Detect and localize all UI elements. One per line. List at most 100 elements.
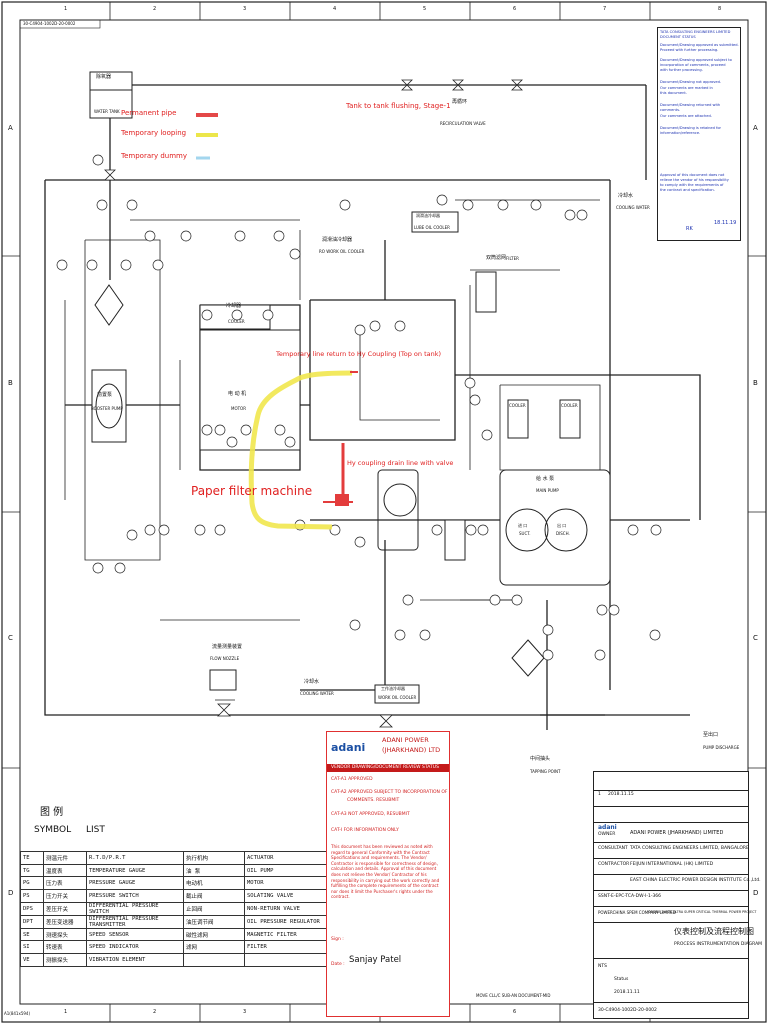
note-line-6: incorporation of comments, proceed [660,63,726,67]
pump-discharge-label: PUMP DISCHARGE [703,745,740,750]
legend-en-name: SPEED SENSOR [86,927,184,942]
legend-cn-name: 差压开关 [43,901,87,916]
legend-code: VE [20,953,44,967]
note-reviewer-initials: RK [686,226,693,232]
col-label-6: 6 [513,6,517,12]
note-line-16: Approval of this document does not [660,173,725,177]
temporary-dummy-label: Temporary dummy [121,152,188,160]
col-label-4: 4 [333,6,337,12]
adani-logo: adani [331,741,366,754]
tb-supplier: POWERCHINA SPEM COMPANY LIMITED [598,910,676,915]
stamp-status-bar: VENDOR DRAWING/DOCUMENT REVIEW STATUS [327,764,449,772]
pump-discharge-cn: 至出口 [703,732,719,738]
note-line-2: DOCUMENT STATUS [660,35,696,39]
title-block: 1 2018.11.15 adani OWNER ADANI POWER (JH… [593,771,762,1019]
cooling-water-cn: 冷却水 [618,193,634,199]
stamp-cat-a1: CAT-A1 APPROVED [331,777,373,782]
row-label-a-right: A [753,124,758,132]
note-line-7: with further processing. [660,68,703,72]
booster-pump-label: BOOSTER PUMP [91,406,123,411]
paper-filter-label: Paper filter machine [191,484,313,498]
legend-cn-name: 差压变送器 [43,914,87,929]
legend-symbol-cn: 油压调节阀 [183,914,245,929]
ro-oil-cooler-cn: 润滑油冷却器 [322,237,353,243]
col-label-1: 1 [64,6,68,12]
note-line-14: Document/Drawing is retained for [660,126,722,130]
stamp-company-1: ADANI POWER [382,736,429,744]
row-label-c: C [8,634,13,642]
legend-symbol-cn: 执行机构 [183,851,245,865]
stamp-date-label: Date : [331,962,345,967]
cooling-water-bottom: COOLING WATER [300,691,334,696]
legend-cn-name: 压力开关 [43,889,87,903]
tb-date: 2018.11.11 [614,990,640,995]
water-tank-cn: 除氧器 [96,74,112,80]
tb-designer: EAST CHINA ELECTRIC POWER DESIGN INSTITU… [630,878,761,883]
note-line-18: to comply with the requirements of [660,183,724,187]
col-label-8: 8 [718,6,722,12]
tb-client-label: OWNER [598,832,616,837]
review-notes-box: TATA CONSULTING ENGINEERS LIMITED DOCUME… [657,27,741,241]
tapping-cn: 中间抽头 [530,756,551,762]
col-label-1-bottom: 1 [64,1009,68,1015]
tapping-label: TAPPING POINT [530,769,561,774]
bottom-strip: MOVE CLL/C SUB-AN DOCUMENT-MID [476,993,551,998]
legend-en-name: DIFFERENTIAL PRESSURE TRANSMITTER [86,914,184,929]
lube-oil-cooler-label: LUBE OIL COOLER [414,225,450,230]
disch-label: DISCH. [556,531,570,536]
sheet-size-note: A1(841x594) [4,1011,31,1016]
note-line-19: the contract and specification. [660,188,715,192]
col-label-7: 7 [603,6,607,12]
tb-scale: NTS [598,964,607,969]
stamp-sign-label: Sign : [331,937,344,942]
cooling-water-bottom-cn: 冷却水 [304,679,320,685]
stamp-company-2: (JHARKHAND) LTD [382,746,441,754]
tb-consultant: TATA CONSULTING ENGINEERS LIMITED, BANGA… [630,846,749,851]
note-line-4: Proceed with further processing. [660,48,719,52]
cooler-right-label: COOLER [561,403,578,408]
lube-oil-cooler-cn: 润滑油冷却器 [416,213,440,218]
filter-cn: 双筒滤网 [486,255,507,261]
row-label-d-right: D [753,889,759,897]
tb-doc-no: SSNT-E-EPC-TCA-DW-I-1-366 [598,894,662,899]
cooling-water-label: COOLING WATER [616,205,650,210]
motor-label: MOTOR [231,406,246,411]
review-stamp: adani ADANI POWER (JHARKHAND) LTD VENDOR… [326,731,450,1017]
permanent-pipe-label: Permanent pipe [121,109,177,117]
stamp-cat-a2b: COMMENTS. RESUBMIT [347,798,400,803]
main-pump-cn: 给 水 泵 [536,476,555,482]
legend-symbol: SYMBOL [34,825,72,835]
row-label-d: D [8,889,14,897]
row-label-a: A [8,124,13,132]
stamp-cat-a2: CAT-A2 APPROVED SUBJECT TO INCORPORATION… [331,790,448,795]
legend-cn-name: 温度表 [43,863,87,878]
note-line-9: Our comments are marked in [660,86,713,90]
filter-label: FILTER [506,256,519,261]
recirc-label: RECIRCULATION VALVE [440,121,486,126]
suct-cn: 进 口 [518,523,528,528]
legend-en-name: R.T.D/P.R.T [86,851,184,865]
legend-symbol-cn: 滤网 [183,940,245,955]
col-label-6-bottom: 6 [513,1009,517,1015]
legend-symbol-cn: 止回阀 [183,901,245,916]
legend-symbol-cn: 油 泵 [183,863,245,878]
tb-rev-date: 2018.11.15 [608,792,634,797]
legend-cn-name: 转速表 [43,940,87,955]
tb-contractor-label: CONTRACTOR [598,862,630,867]
tb-client-logo: adani [598,824,617,831]
col-label-3-bottom: 3 [243,1009,247,1015]
legend-en-name: PRESSURE SWITCH [86,889,184,903]
stamp-body-text: This document has been reviewed as noted… [331,844,440,900]
legend-code: DPT [20,914,44,929]
drawing-ref-tab: 30-C4904-1002D-20-0002 [23,21,76,26]
note-line-13: Our comments are attached. [660,114,712,118]
cooler-label: COOLER [228,319,245,324]
stamp-status-title: VENDOR DRAWING/DOCUMENT REVIEW STATUS [331,764,439,770]
stamp-signer: Sanjay Patel [349,955,402,965]
disch-cn: 出 口 [557,523,567,528]
